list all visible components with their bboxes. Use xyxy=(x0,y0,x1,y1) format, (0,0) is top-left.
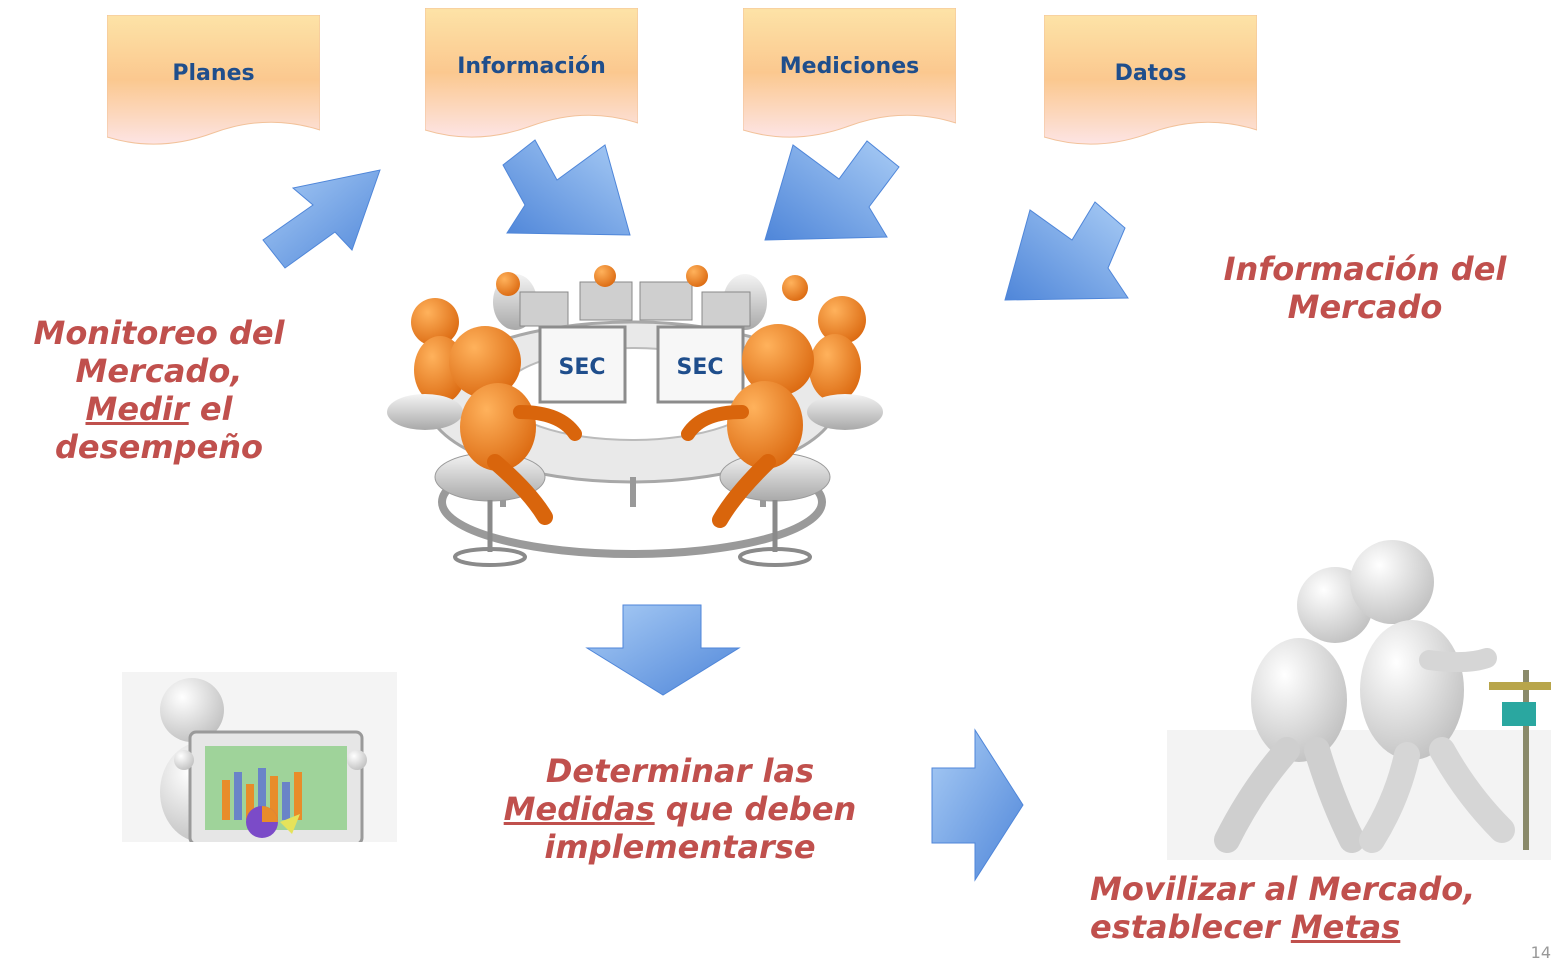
document-planes: Planes xyxy=(107,15,320,150)
document-shape xyxy=(107,15,320,145)
caption-underlined-word: Metas xyxy=(1290,908,1401,946)
arrow-down-right-3 xyxy=(1004,201,1129,301)
page-number: 14 xyxy=(1530,943,1551,962)
arrow-down-left-1 xyxy=(262,169,381,269)
monitor-right: SEC xyxy=(656,325,745,404)
pushing-figures-illustration xyxy=(1167,540,1551,860)
arrow-down-center xyxy=(585,604,741,696)
caption-fragment: que deben xyxy=(654,790,857,828)
caption-line: Monitoreo del xyxy=(33,314,285,352)
document-label-datos: Datos xyxy=(1114,61,1187,86)
orange-figure-front-right xyxy=(681,324,814,528)
caption-movilizar: Movilizar al Mercado, establecer Metas xyxy=(1072,870,1551,946)
document-shape xyxy=(1044,15,1257,145)
caption-determinar: Determinar las Medidas que deben impleme… xyxy=(455,752,905,866)
document-informacion: Información xyxy=(425,8,638,143)
arrow-down-right-2 xyxy=(764,140,900,241)
orange-figure-front-left xyxy=(449,326,582,525)
document-shape xyxy=(743,8,956,138)
document-label-informacion: Información xyxy=(457,54,606,79)
monitor-left: SEC xyxy=(538,325,627,404)
document-label-mediciones: Mediciones xyxy=(779,54,920,79)
arrow-right xyxy=(931,728,1024,882)
caption-line: desempeño xyxy=(54,428,264,466)
caption-line: Mercado, xyxy=(75,352,243,390)
caption-line: implementarse xyxy=(544,828,816,866)
caption-line: Medidas que deben xyxy=(455,790,905,828)
caption-informacion-mercado: Información del Mercado xyxy=(1180,250,1550,326)
caption-line: Mercado xyxy=(1287,288,1443,326)
document-label-planes: Planes xyxy=(172,61,255,86)
caption-line: Movilizar al Mercado, xyxy=(1090,870,1476,908)
caption-monitoreo: Monitoreo del Mercado, Medir el desempeñ… xyxy=(0,314,318,466)
document-datos: Datos xyxy=(1044,15,1257,150)
caption-line: Determinar las xyxy=(545,752,815,790)
orange-figure-right-1 xyxy=(807,296,883,430)
caption-line: Información del xyxy=(1223,250,1507,288)
caption-fragment: el xyxy=(188,390,233,428)
caption-line: Medir el xyxy=(0,390,318,428)
caption-line: establecer Metas xyxy=(1090,908,1551,946)
caption-fragment: establecer xyxy=(1090,908,1291,946)
presenter-with-chart-illustration xyxy=(122,672,397,842)
document-mediciones: Mediciones xyxy=(743,8,956,143)
round-table-illustration: SEC SEC xyxy=(387,265,883,567)
caption-underlined-word: Medir xyxy=(85,390,189,428)
caption-underlined-word: Medidas xyxy=(503,790,655,828)
monitor-logo-left: SEC xyxy=(558,355,605,380)
document-shape xyxy=(425,8,638,138)
arrow-down-right-1 xyxy=(502,139,631,236)
monitor-logo-right: SEC xyxy=(676,355,723,380)
